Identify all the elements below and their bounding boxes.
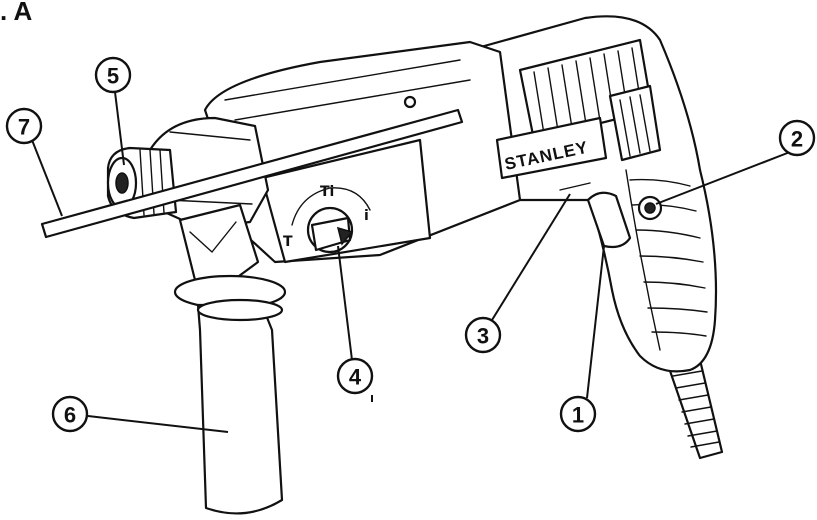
figure-label: . A (0, 0, 33, 26)
callout-3: 3 (464, 316, 502, 354)
mode-selector[interactable]: T Tⅰ ⅰ (283, 184, 371, 254)
vent-grille (518, 38, 662, 162)
callout-6: 6 (51, 395, 89, 433)
callout-2: 2 (778, 119, 816, 157)
callout-2-number: 2 (791, 127, 803, 152)
callout-1: 1 (559, 395, 597, 433)
lock-on-button[interactable] (637, 195, 663, 221)
callout-4-number: 4 (349, 365, 362, 390)
leader-lines (31, 91, 791, 433)
callout-6-number: 6 (64, 403, 76, 428)
callout-5-number: 5 (107, 64, 119, 89)
trigger-switch[interactable] (586, 191, 632, 249)
callout-3-number: 3 (477, 324, 489, 349)
side-handle[interactable] (173, 203, 287, 515)
motor-housing (203, 40, 522, 264)
callout-7-number: 7 (18, 115, 30, 140)
mode-symbol-hammer-drill: Tⅰ (320, 184, 334, 200)
mode-symbol-drill: ⅰ (364, 208, 369, 224)
callout-4: 4 (336, 357, 374, 395)
callout-5: 5 (94, 56, 132, 94)
callout-7: 7 (5, 107, 43, 145)
callout-1-number: 1 (572, 403, 584, 428)
depth-gauge-rod (40, 95, 464, 239)
mode-symbol-hammer: T (283, 234, 293, 250)
power-cord (666, 358, 724, 460)
reverse-lever-slot (559, 182, 591, 191)
